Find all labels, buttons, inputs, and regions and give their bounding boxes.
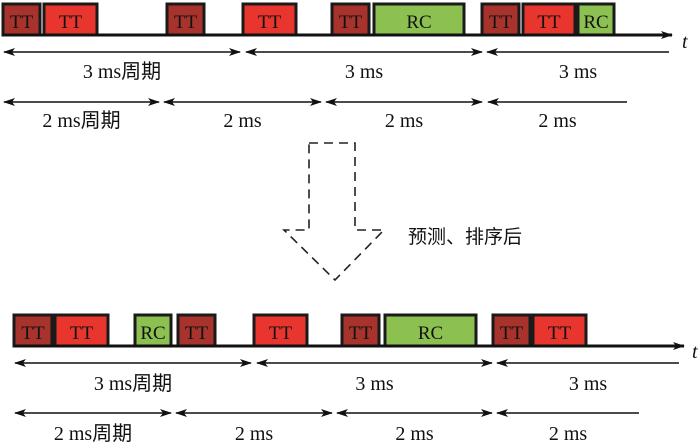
period-3ms-label: 3 ms	[559, 61, 598, 83]
slot-label: TT	[500, 323, 524, 344]
transform-arrow: 预测、排序后	[282, 142, 522, 282]
slot-tt-after: TT	[252, 313, 309, 348]
slot-rc-before: RC	[372, 2, 466, 37]
period-2ms-label: 2 ms	[538, 110, 577, 132]
period-3ms-label: 3 ms	[355, 373, 394, 395]
slot-box	[241, 2, 298, 37]
slot-label: TT	[70, 323, 94, 344]
slot-tt-after: TT	[531, 313, 588, 348]
slot-box	[252, 313, 309, 348]
timeline-after: TT TT RC TT TT TT RC TT TT t 3 ms周期 3 ms 3 ms 2 ms周期 2…	[12, 313, 698, 444]
slot-tt-before: TT	[480, 2, 521, 37]
slot-label: TT	[537, 12, 561, 33]
slot-label: TT	[21, 323, 45, 344]
slot-tt-before: TT	[241, 2, 298, 37]
slot-tt-before: TT	[42, 2, 99, 37]
slot-box	[491, 313, 532, 348]
slot-tt-before: TT	[1, 2, 42, 37]
period-2ms-label: 2 ms	[235, 423, 274, 444]
slot-rc-after: RC	[133, 313, 173, 348]
slot-rc-before: RC	[576, 2, 616, 37]
slot-box	[521, 2, 577, 37]
timeline-before: TT TT TT TT TT RC TT TT RC t 3 ms周期 3 ms 3 ms 2 ms周期 2…	[1, 2, 688, 132]
period-2ms-label: 2 ms	[223, 110, 262, 132]
slot-box	[372, 2, 466, 37]
slot-box	[340, 313, 381, 348]
period-2ms-label: 2 ms	[549, 423, 588, 444]
slot-label: RC	[418, 323, 443, 344]
period-3ms-label: 3 ms周期	[94, 373, 172, 395]
slot-label: TT	[185, 323, 209, 344]
period-2ms-label: 2 ms周期	[42, 110, 120, 132]
slot-rc-after: RC	[383, 313, 478, 348]
slot-label: TT	[174, 12, 198, 33]
slot-label: RC	[406, 12, 431, 33]
slot-tt-before: TT	[521, 2, 577, 37]
transform-label: 预测、排序后	[408, 226, 522, 248]
time-axis-label: t	[682, 31, 688, 53]
slot-box	[12, 313, 54, 348]
slot-tt-after: TT	[176, 313, 217, 348]
period-3ms-label: 3 ms	[345, 61, 384, 83]
slot-label: TT	[349, 323, 373, 344]
period-2ms-label: 2 ms	[395, 423, 434, 444]
period-3ms-label: 3 ms	[569, 373, 608, 395]
time-axis-label: t	[692, 341, 698, 363]
slot-tt-after: TT	[12, 313, 54, 348]
slot-label: TT	[339, 12, 363, 33]
slot-box	[531, 313, 588, 348]
slot-tt-before: TT	[330, 2, 371, 37]
slot-label: TT	[10, 12, 34, 33]
slot-tt-after: TT	[340, 313, 381, 348]
slot-label: TT	[489, 12, 513, 33]
slot-tt-after: TT	[53, 313, 110, 348]
dashed-down-arrow-icon	[282, 142, 386, 282]
slot-label: TT	[548, 323, 572, 344]
period-2ms-label: 2 ms周期	[54, 423, 132, 444]
slot-tt-after: TT	[491, 313, 532, 348]
slot-label: RC	[140, 323, 165, 344]
slot-tt-before: TT	[165, 2, 206, 37]
slot-label: RC	[583, 12, 608, 33]
period-3ms-label: 3 ms周期	[83, 61, 161, 83]
slot-label: TT	[59, 12, 83, 33]
slot-label: TT	[258, 12, 282, 33]
slot-label: TT	[269, 323, 293, 344]
period-2ms-label: 2 ms	[385, 110, 424, 132]
